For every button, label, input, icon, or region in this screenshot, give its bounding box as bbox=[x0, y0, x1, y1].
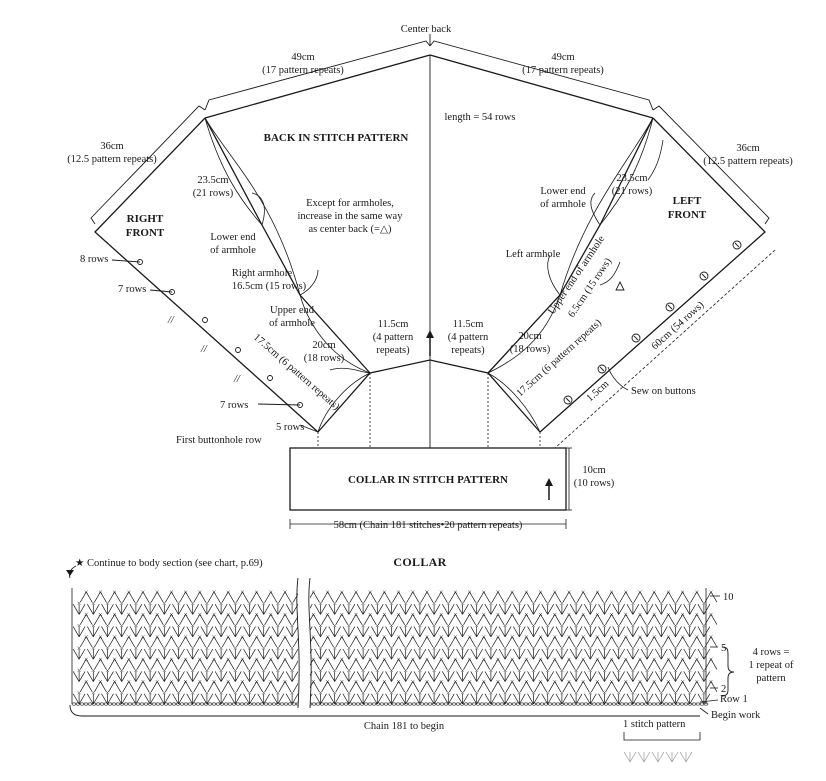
left-armhole-label: Left armhole bbox=[506, 249, 561, 260]
collar-row-2: 2 bbox=[721, 684, 726, 695]
stitch-grid bbox=[71, 588, 718, 706]
right-rows-5: 5 rows bbox=[276, 422, 304, 433]
collar-height-rows: (10 rows) bbox=[574, 478, 615, 489]
sew-on-buttons: Sew on buttons bbox=[631, 386, 696, 397]
left-side-width: 36cm bbox=[736, 143, 759, 154]
neck-right-width: 11.5cm bbox=[453, 319, 484, 330]
button-marks bbox=[563, 240, 742, 405]
neck-right-repeats-1: (4 pattern bbox=[448, 332, 489, 343]
body-outline bbox=[94, 54, 766, 448]
collar-begin-work: Begin work bbox=[711, 710, 761, 721]
collar-repeat-1: 4 rows = bbox=[753, 647, 790, 658]
right-lower-end-1: Lower end bbox=[210, 232, 256, 243]
top-dimension-lines bbox=[90, 34, 770, 225]
increase-note-1: Except for armholes, bbox=[306, 198, 394, 209]
collar-chain-label: Chain 181 to begin bbox=[364, 721, 445, 732]
back-left-repeats: (17 pattern repeats) bbox=[262, 65, 344, 76]
collar-chart bbox=[66, 565, 735, 763]
collar-guides bbox=[317, 373, 541, 448]
collar-row-5: 5 bbox=[721, 643, 726, 654]
right-armhole-size: 16.5cm (15 rows) bbox=[232, 281, 307, 292]
svg-text://: // bbox=[167, 315, 175, 326]
back-right-width: 49cm bbox=[551, 52, 574, 63]
right-rows-7a: 7 rows bbox=[118, 284, 146, 295]
first-buttonhole-row: First buttonhole row bbox=[176, 435, 262, 446]
right-side-width: 36cm bbox=[100, 141, 123, 152]
left-lower-end-1: Lower end bbox=[540, 186, 586, 197]
collar-repeat-2: 1 repeat of bbox=[749, 660, 794, 671]
neck-left-repeats-1: (4 pattern bbox=[373, 332, 414, 343]
left-front-title-2: FRONT bbox=[668, 209, 707, 221]
collar-row-1: Row 1 bbox=[720, 694, 748, 705]
triangle-mark bbox=[615, 280, 625, 291]
collar-box-title: COLLAR IN STITCH PATTERN bbox=[348, 474, 508, 486]
collar-height: 10cm bbox=[582, 465, 605, 476]
collar-chart-title: COLLAR bbox=[393, 555, 446, 569]
right-rows-8: 8 rows bbox=[80, 254, 108, 265]
neck-left-repeats-2: repeats) bbox=[376, 345, 410, 356]
right-lower-end-2: of armhole bbox=[210, 245, 256, 256]
right-armhole-length: 23.5cm bbox=[197, 175, 228, 186]
increase-note-3: as center back (=△) bbox=[308, 224, 392, 235]
back-right-repeats: (17 pattern repeats) bbox=[522, 65, 604, 76]
left-side-repeats: (12.5 pattern repeats) bbox=[703, 156, 793, 167]
left-armhole-rows: (21 rows) bbox=[612, 186, 653, 197]
svg-text://: // bbox=[233, 374, 241, 385]
right-armhole-rows: (21 rows) bbox=[193, 188, 234, 199]
mini-pattern-sample bbox=[623, 751, 693, 763]
right-shoulder: 20cm bbox=[312, 340, 335, 351]
leader-lines bbox=[204, 117, 664, 433]
right-front-title-2: FRONT bbox=[126, 227, 165, 239]
left-shoulder-rows: (18 rows) bbox=[510, 344, 551, 355]
right-side-repeats: (12.5 pattern repeats) bbox=[67, 154, 157, 165]
left-band-length: 60cm (54 rows) bbox=[650, 299, 707, 352]
collar-chart-note: ★ Continue to body section (see chart, p… bbox=[75, 558, 263, 569]
right-upper-end-1: Upper end bbox=[270, 305, 315, 316]
collar-box bbox=[289, 447, 572, 529]
right-upper-end-2: of armhole bbox=[269, 318, 315, 329]
double-tick-marks: // // // bbox=[167, 315, 241, 385]
right-armhole-label: Right armhole bbox=[232, 268, 293, 279]
right-rows-7b: 7 rows bbox=[220, 400, 248, 411]
collar-width: 58cm (Chain 181 stitches•20 pattern repe… bbox=[334, 520, 523, 531]
collar-row-10: 10 bbox=[723, 592, 734, 603]
center-back-label: Center back bbox=[401, 24, 452, 35]
left-front-title-1: LEFT bbox=[673, 195, 702, 207]
left-armhole-length: 23.5cm bbox=[616, 173, 647, 184]
buttonhole-marks bbox=[111, 259, 319, 433]
length-arrow bbox=[426, 330, 434, 356]
left-shoulder: 20cm bbox=[518, 331, 541, 342]
neck-right-repeats-2: repeats) bbox=[451, 345, 485, 356]
neck-left-width: 11.5cm bbox=[378, 319, 409, 330]
left-lower-end-2: of armhole bbox=[540, 199, 586, 210]
collar-repeat-3: pattern bbox=[756, 673, 786, 684]
right-shoulder-rows: (18 rows) bbox=[304, 353, 345, 364]
svg-text://: // bbox=[200, 344, 208, 355]
increase-note-2: increase in the same way bbox=[298, 211, 404, 222]
band-dimension-line bbox=[554, 249, 776, 449]
back-left-width: 49cm bbox=[291, 52, 314, 63]
length-label: length = 54 rows bbox=[445, 112, 516, 123]
back-title: BACK IN STITCH PATTERN bbox=[264, 132, 409, 144]
collar-stitch-pattern: 1 stitch pattern bbox=[623, 719, 686, 730]
right-front-title-1: RIGHT bbox=[127, 213, 164, 225]
